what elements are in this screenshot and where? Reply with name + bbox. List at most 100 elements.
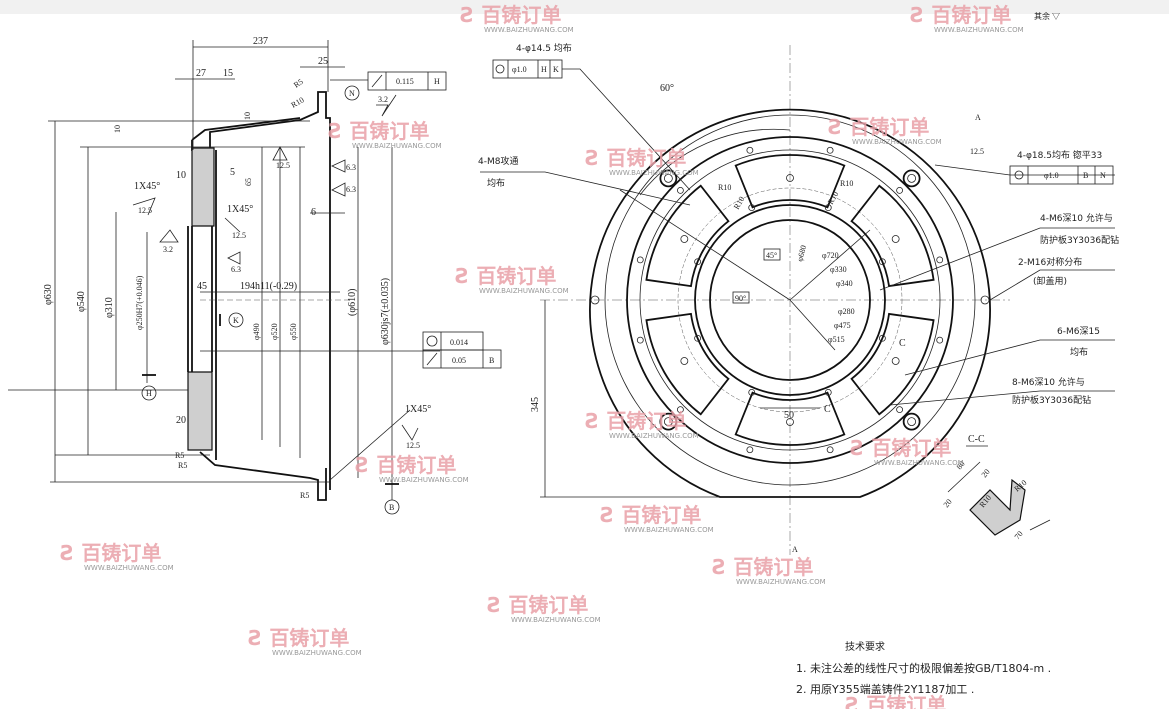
svg-text:WWW.BAIZHUWANG.COM: WWW.BAIZHUWANG.COM — [484, 26, 574, 34]
mounting-hole — [902, 412, 921, 431]
technical-requirements: 技术要求 1. 未注公差的线性尺寸的极限偏差按GB/T1804-m . 2. 用… — [796, 640, 1051, 696]
section-title: C-C — [968, 434, 985, 445]
dim-phi330: φ330 — [830, 265, 847, 274]
radius-r10: R10 — [826, 190, 840, 206]
m6-4-label: 4-M6深10 允许与 — [1040, 212, 1113, 224]
m8-sublabel: 均布 — [487, 177, 505, 189]
radius-r10: R10 — [732, 195, 746, 211]
top-band — [0, 0, 1169, 14]
section-c-c: C-C 80 20 20 R10 R10 70 — [942, 434, 1051, 541]
radius-r10: R10 — [840, 179, 853, 188]
fcf-datum: N — [1100, 171, 1106, 180]
fcf-datum: H — [434, 77, 440, 86]
dim-r5: R5 — [178, 461, 187, 470]
datum-letter: K — [233, 316, 239, 325]
svg-text:WWW.BAIZHUWANG.COM: WWW.BAIZHUWANG.COM — [736, 578, 826, 586]
dim-phi630js7: φ630js7(±0.035) — [380, 278, 391, 345]
angle-45: 45° — [766, 251, 777, 260]
roughness-3.2: 3.2 — [378, 95, 388, 104]
dim-phi720: φ720 — [822, 251, 839, 260]
dim-10: 10 — [113, 125, 122, 133]
svg-text:Ƨ 百铸订单: Ƨ 百铸订单 — [850, 436, 951, 460]
corner-roughness-note: 其余 ▽ — [1034, 11, 1060, 21]
dim-phi250h7: φ250H7(+0.046) — [135, 275, 144, 330]
threaded-hole — [746, 446, 754, 454]
dim-50: 50 — [784, 410, 794, 421]
m16-hole — [590, 295, 600, 305]
datum-n: N — [344, 85, 360, 101]
section-mark-a: A — [975, 113, 981, 122]
fcf-value: φ1.0 — [512, 65, 527, 74]
m16-label: 2-M16对称分布 — [1018, 256, 1082, 268]
svg-text:Ƨ 百铸订单: Ƨ 百铸订单 — [828, 115, 929, 139]
dim-phi680: φ680 — [795, 244, 808, 262]
roughness-symbols: 3.2 12.5 6.3 6.3 12.5 12.5 3.2 6.3 12.5 — [132, 94, 420, 450]
mounting-hole — [659, 169, 678, 188]
dim-phi340: φ340 — [836, 279, 853, 288]
svg-text:WWW.BAIZHUWANG.COM: WWW.BAIZHUWANG.COM — [852, 138, 942, 146]
dim-10: 10 — [243, 112, 252, 120]
svg-text:WWW.BAIZHUWANG.COM: WWW.BAIZHUWANG.COM — [511, 616, 601, 624]
m8-label: 4-M8攻通 — [478, 155, 518, 167]
m16-sublabel: (卸盖用) — [1033, 275, 1067, 287]
section-mark-a: A — [792, 545, 798, 554]
hatched-hub-upper — [191, 147, 215, 227]
mounting-hole — [659, 412, 678, 431]
window-pocket — [850, 184, 935, 288]
m16-hole — [980, 295, 990, 305]
svg-text:Ƨ 百铸订单: Ƨ 百铸订单 — [60, 541, 161, 565]
window-pocket — [734, 154, 846, 209]
datum-h: H — [141, 374, 157, 401]
hatched-hub-lower — [187, 371, 213, 451]
dim-70: 70 — [1013, 529, 1025, 541]
svg-text:WWW.BAIZHUWANG.COM: WWW.BAIZHUWANG.COM — [352, 142, 442, 150]
m6-6-label: 6-M6深15 — [1057, 326, 1100, 337]
threaded-hole — [676, 186, 684, 194]
threaded-hole — [746, 146, 754, 154]
datum-letter: B — [389, 503, 394, 512]
angle-60: 60° — [660, 83, 674, 94]
left-section-view: 237 25 27 15 R5 R10 10 10 10 5 65 1X45° … — [8, 36, 502, 515]
svg-text:Ƨ 百铸订单: Ƨ 百铸订单 — [455, 264, 556, 288]
roughness-6.3: 6.3 — [231, 265, 241, 274]
threaded-hole — [694, 334, 702, 342]
svg-text:WWW.BAIZHUWANG.COM: WWW.BAIZHUWANG.COM — [84, 564, 174, 572]
holes-18.5-label: 4-φ18.5均布 锪平33 — [1017, 149, 1102, 161]
dim-5: 5 — [230, 167, 235, 178]
roundness-icon — [426, 335, 438, 347]
front-view: 4-φ14.5 均布 φ1.0 H K 60° A A 12.5 4-φ18.5… — [478, 42, 1119, 555]
dim-45: 45 — [197, 281, 207, 292]
threaded-hole — [891, 235, 900, 243]
dim-20: 20 — [176, 415, 186, 426]
dim-phi310: φ310 — [104, 297, 115, 318]
threaded-hole — [826, 446, 834, 454]
dim-r5: R5 — [300, 491, 309, 500]
dim-phi540: φ540 — [76, 291, 87, 312]
dim-15: 15 — [223, 68, 233, 79]
dim-27: 27 — [196, 68, 206, 79]
threaded-hole — [896, 406, 904, 414]
fcf-runout-h: 0.115 H — [367, 71, 447, 91]
dim-phi280: φ280 — [838, 307, 855, 316]
angle-90-box: 90° — [732, 291, 750, 304]
m6-4-sublabel: 防护板3Y3036配钻 — [1040, 234, 1119, 246]
fcf-datum: B — [1083, 171, 1088, 180]
dim-25: 25 — [318, 56, 328, 67]
holes-14.5-label: 4-φ14.5 均布 — [516, 42, 572, 54]
svg-text:Ƨ 百铸订单: Ƨ 百铸订单 — [845, 693, 946, 709]
threaded-hole — [891, 357, 900, 365]
svg-text:Ƨ 百铸订单: Ƨ 百铸订单 — [585, 146, 686, 170]
roughness-12.5: 12.5 — [138, 206, 152, 215]
window-pocket — [734, 391, 846, 446]
svg-text:Ƨ 百铸订单: Ƨ 百铸订单 — [328, 119, 429, 143]
datum-letter: H — [146, 389, 152, 398]
angle-45-box: 45° — [763, 248, 781, 261]
roughness-6.3: 6.3 — [346, 163, 356, 172]
fcf-datum: K — [553, 65, 559, 74]
